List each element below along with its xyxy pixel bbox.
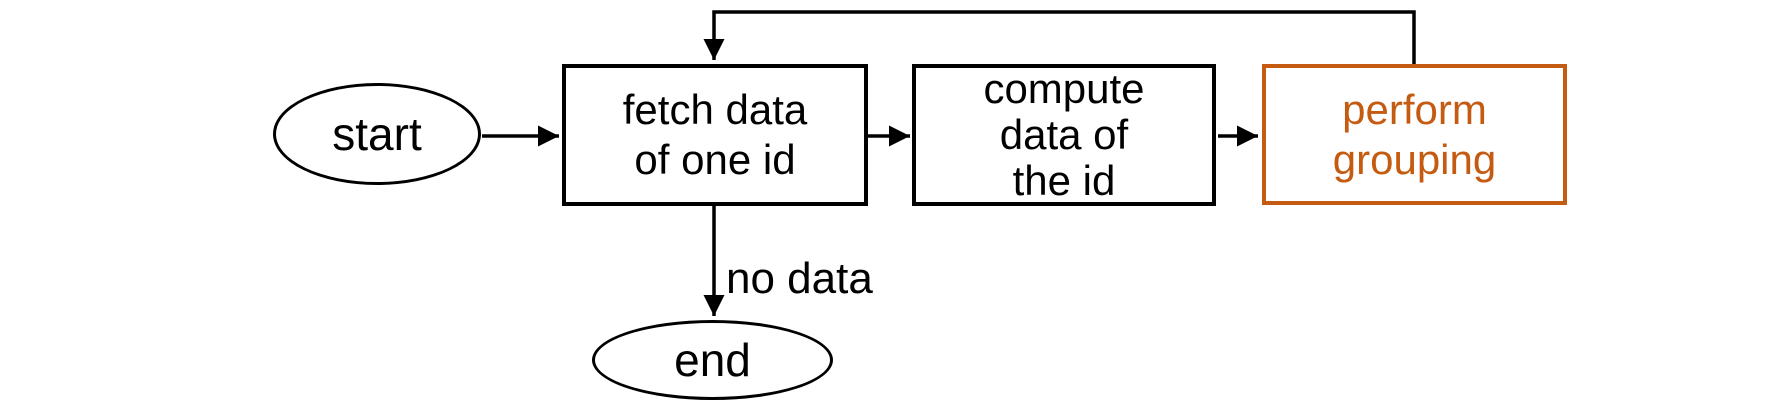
node-perform-grouping: perform grouping [1262,64,1567,205]
node-end: end [592,320,833,400]
node-start-label: start [332,108,422,160]
edge-label-no-data: no data [726,254,873,303]
node-compute-data: compute data of the id [912,64,1216,206]
node-start: start [273,83,481,185]
edge-grouping-loopback-to-fetch [703,10,1416,64]
node-fetch-data: fetch data of one id [562,64,868,206]
node-perform-grouping-label: perform grouping [1332,85,1497,183]
node-compute-data-label: compute data of the id [983,65,1145,204]
node-fetch-data-label: fetch data of one id [622,86,808,183]
node-end-label: end [674,334,751,386]
